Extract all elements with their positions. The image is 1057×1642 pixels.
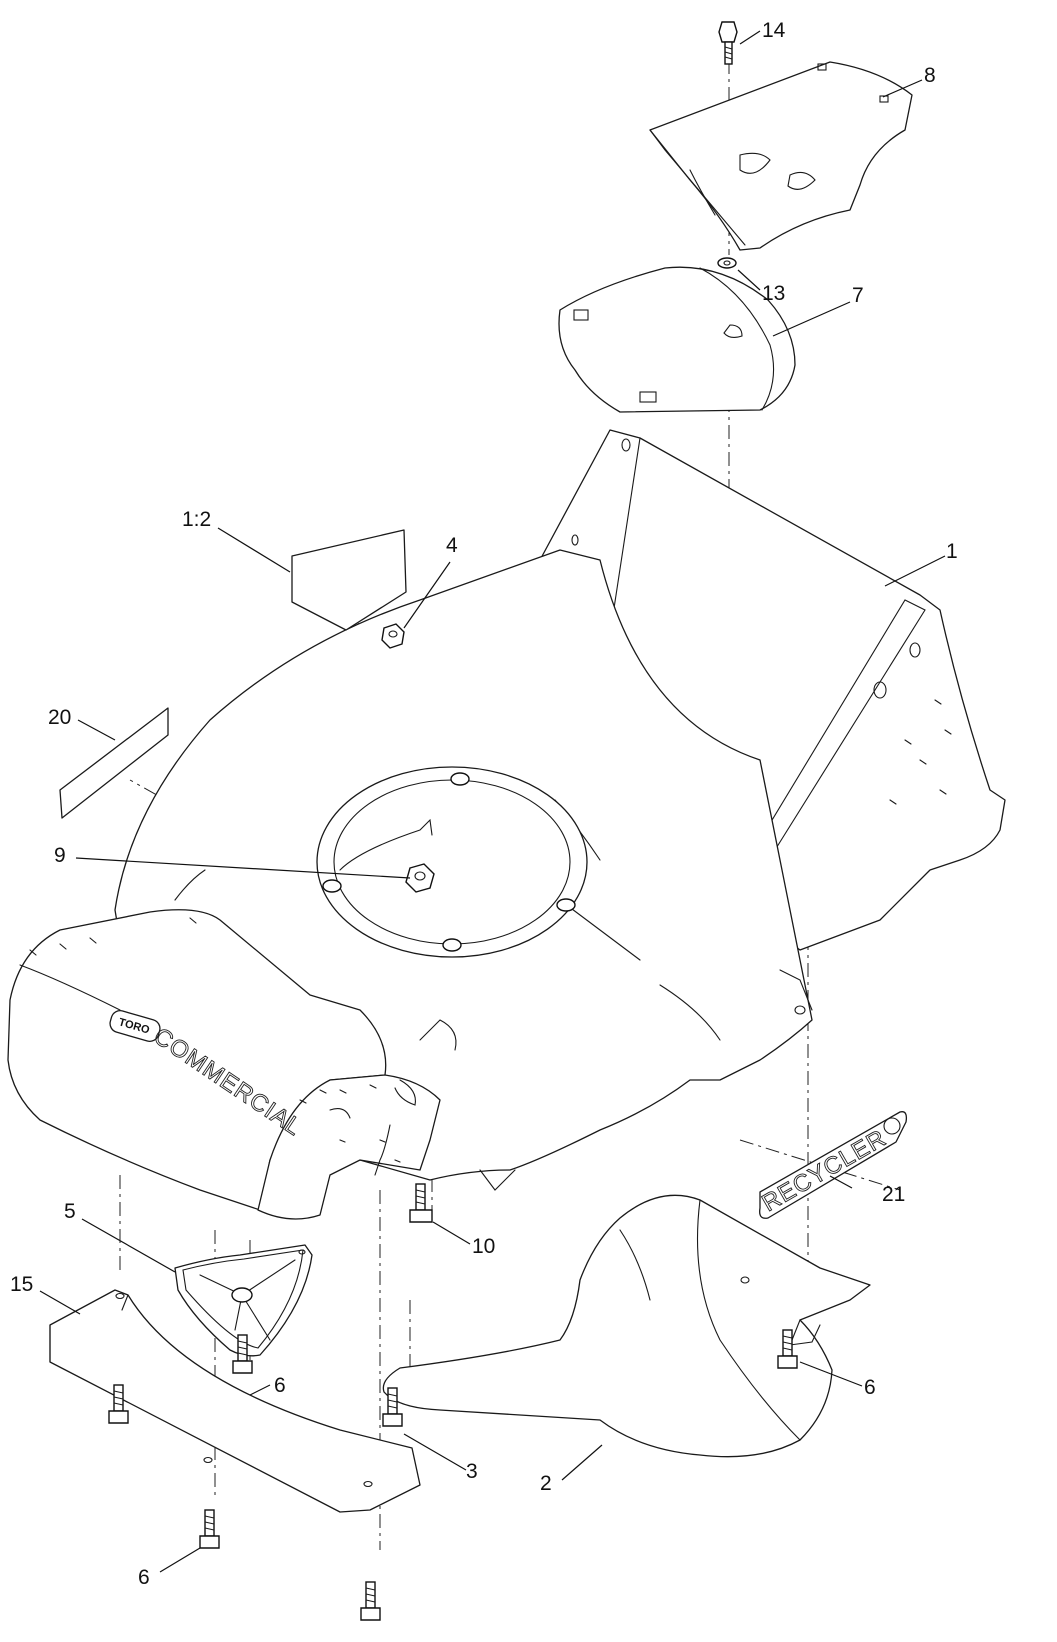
- bolt-6-plate: [199, 1509, 220, 1549]
- callout-4: 4: [446, 534, 458, 557]
- callout-7: 7: [852, 284, 864, 307]
- callout-5: 5: [64, 1200, 76, 1223]
- decal-item-1-2: [291, 529, 407, 631]
- bolt-plate-bottom: [360, 1581, 381, 1621]
- callout-20: 20: [48, 706, 71, 729]
- callout-14: 14: [762, 19, 786, 42]
- bolt-6-rear: [777, 1329, 798, 1369]
- decal-item-20: [59, 707, 169, 819]
- nut-9: [405, 863, 435, 893]
- recycler-decal-text: RECYCLER: [758, 1124, 892, 1217]
- lower-cover-part: [558, 266, 796, 413]
- callout-6-guard: 6: [274, 1374, 286, 1397]
- callout-21: 21: [882, 1183, 905, 1206]
- chute-part: [382, 1194, 871, 1458]
- bolt-3: [382, 1387, 403, 1427]
- callout-1: 1: [946, 540, 958, 563]
- callout-3: 3: [466, 1460, 478, 1483]
- callout-9: 9: [54, 844, 66, 867]
- callout-15: 15: [10, 1273, 33, 1296]
- nut-4: [381, 623, 405, 649]
- bolt-14: [718, 21, 738, 65]
- callout-13: 13: [762, 282, 785, 305]
- bolt-plate-left: [108, 1384, 129, 1424]
- callout-1-2: 1:2: [182, 508, 211, 531]
- callout-10: 10: [472, 1235, 495, 1258]
- callouts: 14 8 13 7 1:2 4 1 20 9 5 15 6 10 21 3 2 …: [10, 19, 958, 1589]
- washer-13: [717, 257, 737, 269]
- callout-8: 8: [924, 64, 936, 87]
- bolt-6-guard: [232, 1334, 253, 1374]
- leader-lines: [39, 30, 946, 1573]
- bolt-10: [409, 1183, 433, 1223]
- hardware: [108, 21, 798, 1621]
- skid-plate-part: [49, 1289, 421, 1513]
- upper-cover-part: [649, 61, 913, 251]
- deck-housing-part: [7, 429, 1006, 1220]
- callout-2: 2: [540, 1472, 552, 1495]
- callout-6-rear: 6: [864, 1376, 876, 1399]
- blade-guard-part: [174, 1244, 313, 1357]
- callout-6-plate: 6: [138, 1566, 150, 1589]
